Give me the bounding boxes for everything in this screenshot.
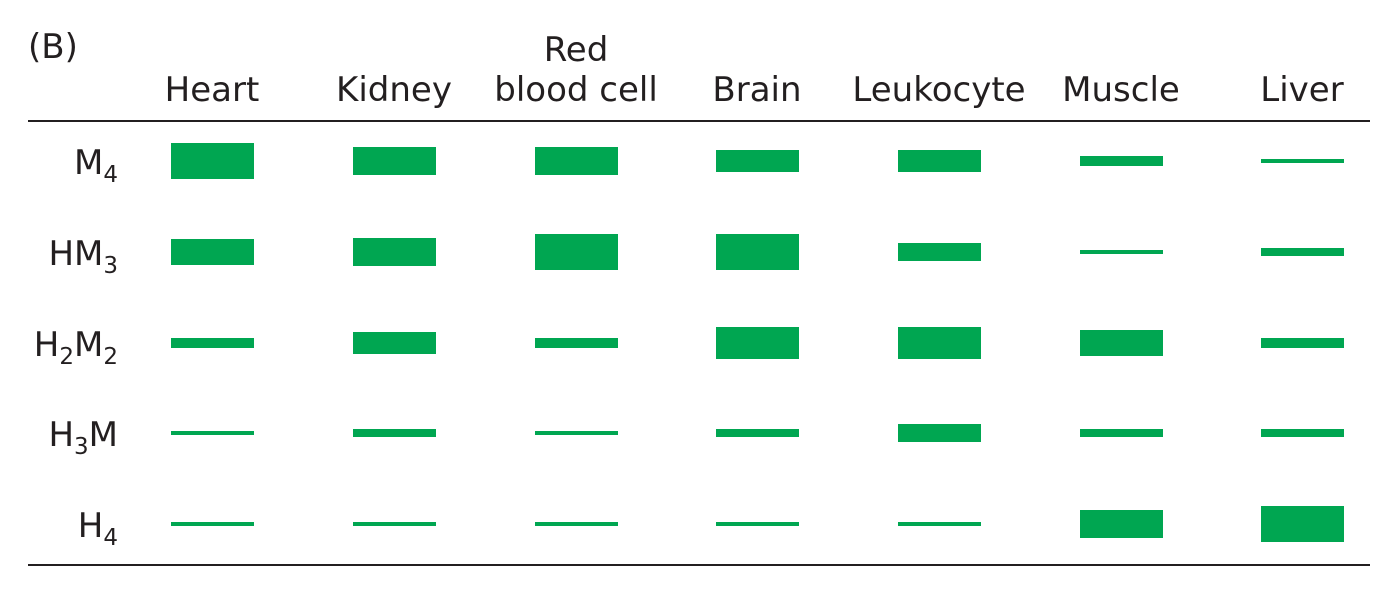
abundance-bar [534,431,618,435]
column-label: Heart [102,30,322,110]
abundance-bar [715,150,799,172]
column-label: Brain [647,30,867,110]
abundance-bar [715,429,799,437]
row-label-subscript: 4 [103,162,118,188]
abundance-bar [170,337,254,349]
column-label: Muscle [1011,30,1231,110]
abundance-bar [897,243,981,261]
column-label-line: Leukocyte [852,69,1026,110]
row-label-subscript: 2 [103,344,118,370]
row-label: M4 [74,143,118,187]
column-label-line: Heart [164,69,260,110]
abundance-bar [534,522,618,526]
row-label-text: M [74,143,104,183]
abundance-bar [715,522,799,526]
abundance-bar [352,522,436,526]
row-label-text: HM [48,234,104,274]
row-label-text: H [77,506,104,546]
row-label: H3M [48,415,118,459]
row-label-subscript: 3 [74,434,89,460]
abundance-bar [534,337,618,349]
row-label-text: H [48,415,75,455]
column-label: Kidney [284,30,504,110]
panel-label: (B) [28,27,78,67]
abundance-bar [1079,155,1163,167]
abundance-bar [1079,429,1163,437]
bottom-rule [28,564,1370,566]
abundance-bar [1260,337,1344,349]
abundance-bar [1079,509,1163,539]
abundance-bar [897,424,981,442]
abundance-bar [534,234,618,270]
abundance-bar [170,239,254,265]
row-label-subscript: 4 [103,525,118,551]
abundance-bar [897,150,981,172]
abundance-bar [352,237,436,267]
abundance-bar [170,143,254,179]
column-label-line: Kidney [336,69,452,110]
abundance-bar [352,332,436,354]
row-label: H2M2 [33,325,118,369]
abundance-bar [170,431,254,435]
abundance-bar [1260,248,1344,256]
column-label-line: Brain [712,69,802,110]
abundance-bar [1260,506,1344,542]
abundance-bar [897,326,981,360]
abundance-bar [352,429,436,437]
column-label-line: Liver [1260,69,1344,110]
row-label: HM3 [48,234,118,278]
abundance-bar [352,146,436,176]
column-label-line: Red [543,30,609,71]
row-label-subscript: 3 [103,253,118,279]
abundance-bar [1260,159,1344,163]
column-label: Liver [1192,30,1400,110]
abundance-bar [534,146,618,176]
abundance-bar [897,522,981,526]
abundance-bar [715,326,799,360]
abundance-bar [1260,429,1344,437]
row-label: H4 [77,506,118,550]
abundance-bar [1079,330,1163,356]
row-label-subscript: 2 [59,344,75,370]
column-label-line: Muscle [1062,69,1180,110]
abundance-bar [170,522,254,526]
column-label-line: blood cell [494,69,658,110]
row-label-text: M [88,415,118,455]
row-label-text: M [74,325,104,365]
row-label-text: H [33,325,60,365]
abundance-bar [1079,250,1163,254]
top-rule [28,120,1370,122]
column-label: Leukocyte [829,30,1049,110]
abundance-bar [715,234,799,270]
